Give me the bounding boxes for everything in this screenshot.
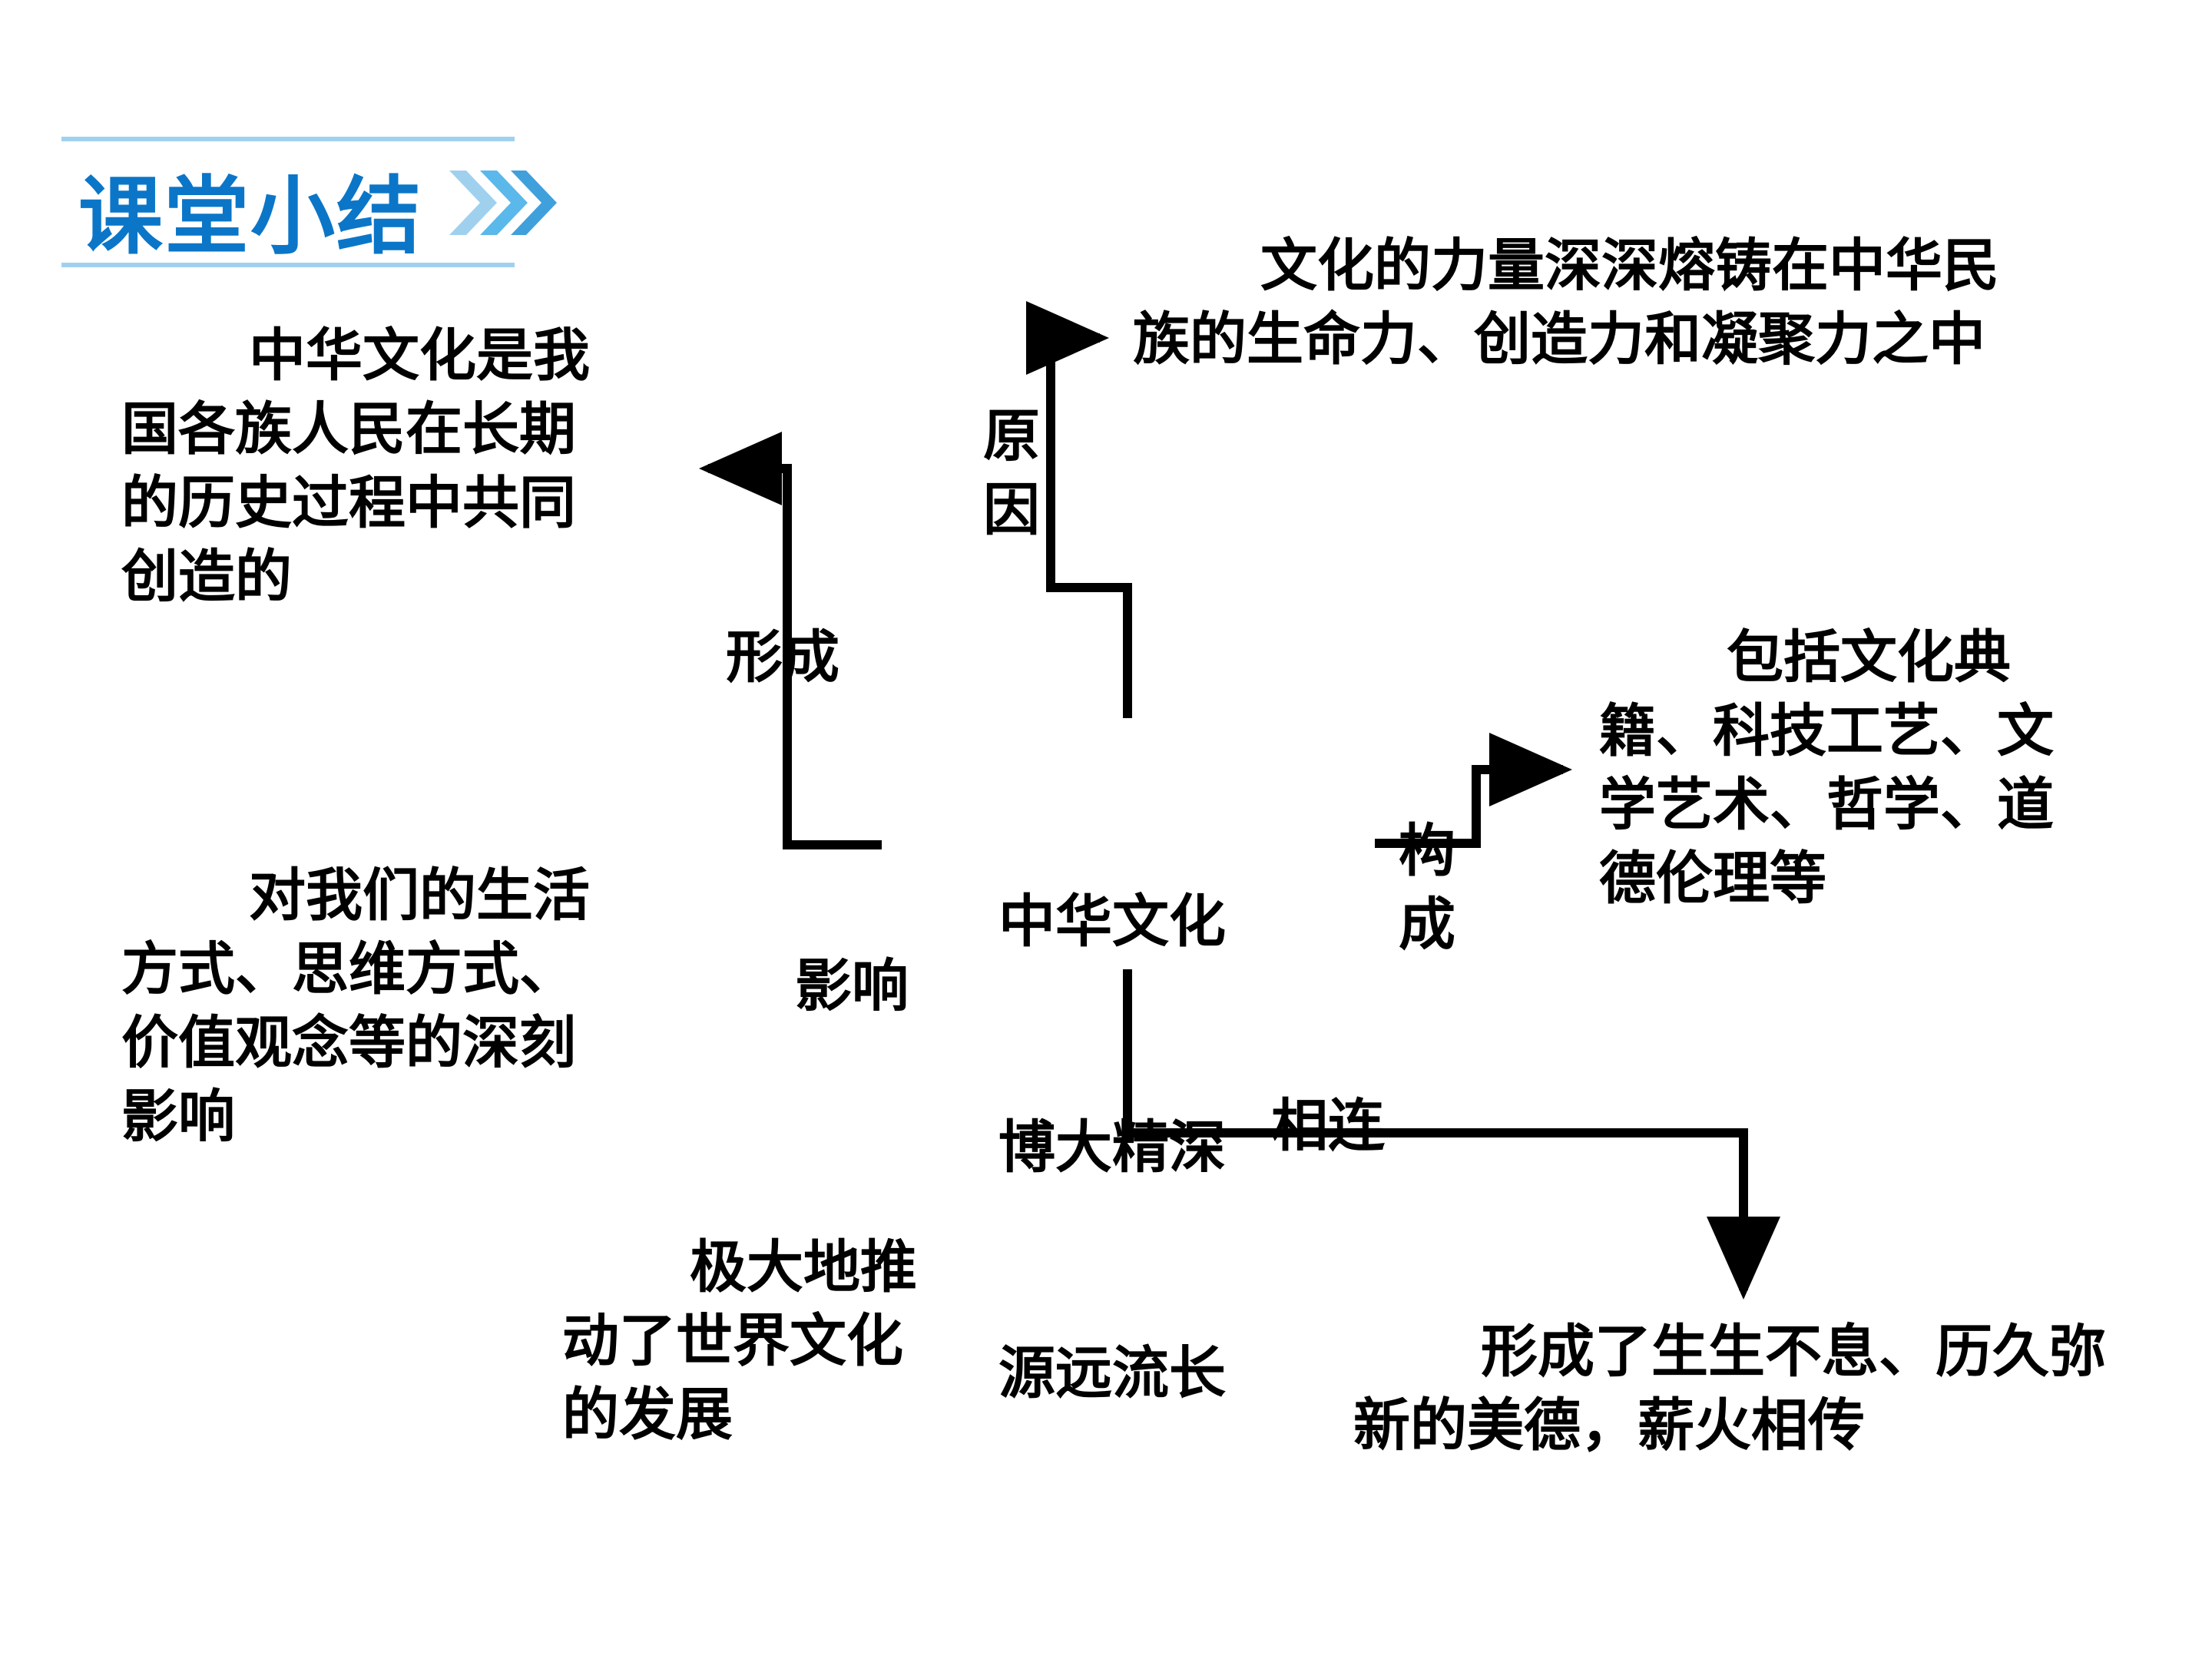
arrow-composition [1375, 733, 1572, 848]
center-line-1: 中华文化 [998, 889, 1226, 955]
influence-label: 影响 [795, 953, 909, 1019]
connection-label: 相连 [1271, 1093, 1385, 1159]
influence-domestic-text: 对我们的生活方式、思维方式、价值观念等的深刻影响 [121, 863, 590, 1150]
formation-label: 形成 [726, 624, 839, 690]
influence-world-text: 极大地推动了世界文化的发展 [562, 1234, 917, 1448]
section-title-banner: 课堂小结 [61, 137, 557, 267]
formation-text: 中华文化是我国各族人民在长期的历史过程中共同创造的 [121, 323, 590, 610]
center-line-2: 博大精深 [998, 1114, 1226, 1181]
double-chevron-icon [449, 171, 557, 235]
title-rule-bottom [61, 263, 515, 267]
center-line-3: 源远流长 [998, 1340, 1226, 1406]
reason-text: 文化的力量深深熔铸在中华民族的生命力、创造力和凝聚力之中 [1133, 233, 1999, 373]
connection-text: 形成了生生不息、历久弥新的美德，薪火相传 [1353, 1319, 2106, 1459]
composition-label: 构成 [1399, 818, 1455, 958]
center-node: 中华文化 博大精深 源远流长 [998, 733, 1260, 1486]
arrow-connection [1123, 969, 1780, 1300]
composition-text: 包括文化典籍、科技工艺、文学艺术、哲学、道德伦理等 [1599, 624, 2054, 912]
page-title: 课堂小结 [78, 167, 422, 266]
reason-label: 原因 [983, 403, 1040, 543]
arrow-formation [699, 432, 882, 849]
arrow-reason [1026, 301, 1132, 718]
title-rule-top [61, 137, 515, 141]
